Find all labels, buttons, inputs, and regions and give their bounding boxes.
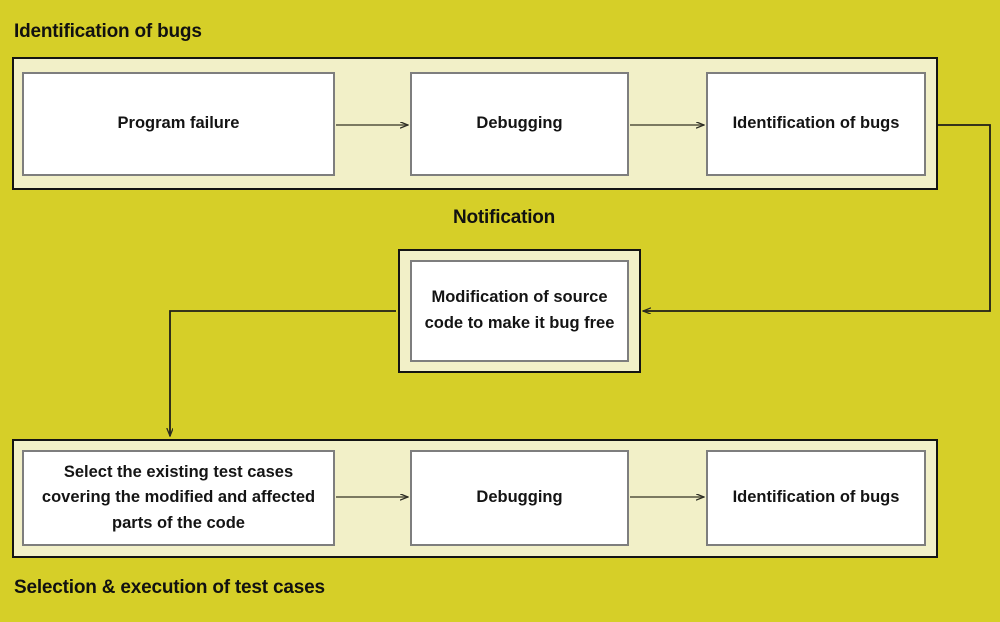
node-debugging-bottom[interactable]: Debugging <box>410 450 629 546</box>
node-select-existing-test-cases[interactable]: Select the existing test cases covering … <box>22 450 335 546</box>
phase-caption-selection-execution-of-test-cases: Selection & execution of test cases <box>14 577 325 598</box>
phase-caption-notification: Notification <box>453 207 556 228</box>
node-identification-of-bugs-bottom[interactable]: Identification of bugs <box>706 450 926 546</box>
node-debugging-top[interactable]: Debugging <box>410 72 629 176</box>
node-program-failure[interactable]: Program failure <box>22 72 335 176</box>
connector-modification-to-select-cases <box>170 310 396 436</box>
phase-caption-identification-of-bugs: Identification of bugs <box>14 21 202 42</box>
node-identification-of-bugs-top[interactable]: Identification of bugs <box>706 72 926 176</box>
node-modification-of-source-code[interactable]: Modification of source code to make it b… <box>410 260 629 362</box>
